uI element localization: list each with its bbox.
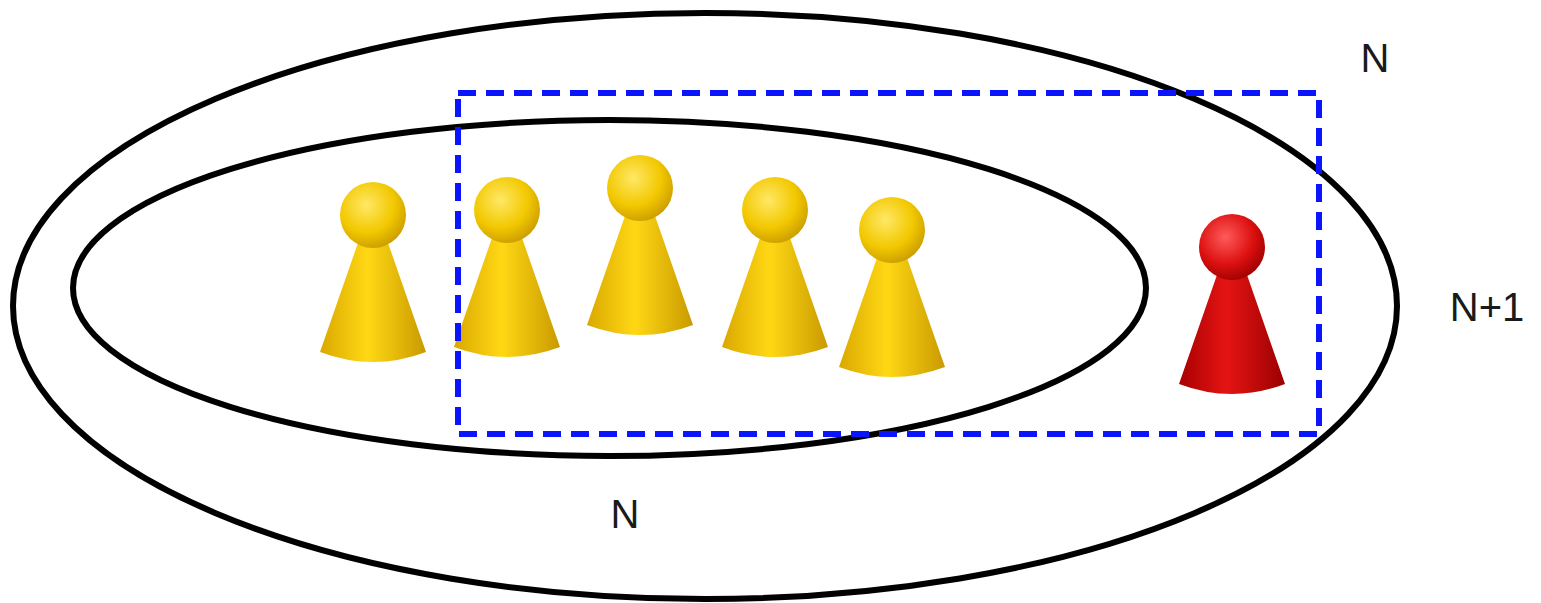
- outer-set-ellipse: N+1NN: [10, 10, 1400, 602]
- ellipse-outline: [73, 120, 1146, 456]
- yellow-pawn: [320, 182, 426, 362]
- ellipse-outline: [13, 13, 1397, 599]
- yellow-pawn: [722, 177, 828, 357]
- dashed-rect-outline: [458, 93, 1319, 434]
- dashed-subset-box: N: [455, 90, 1322, 437]
- yellow-pawn: [839, 197, 945, 377]
- yellow-pawn: [454, 177, 560, 357]
- set-size-label: N+1: [1450, 287, 1525, 327]
- dashed-subset-box-outline: [455, 90, 1322, 437]
- set-size-label: N: [1361, 38, 1390, 78]
- inner-set-ellipse: N: [70, 117, 1149, 459]
- set-size-label: N: [611, 494, 640, 534]
- red-pawn: [1179, 214, 1285, 394]
- outer-set-ellipse-outline: [10, 10, 1400, 602]
- inner-set-ellipse-outline: [70, 117, 1149, 459]
- yellow-pawn: [587, 155, 693, 335]
